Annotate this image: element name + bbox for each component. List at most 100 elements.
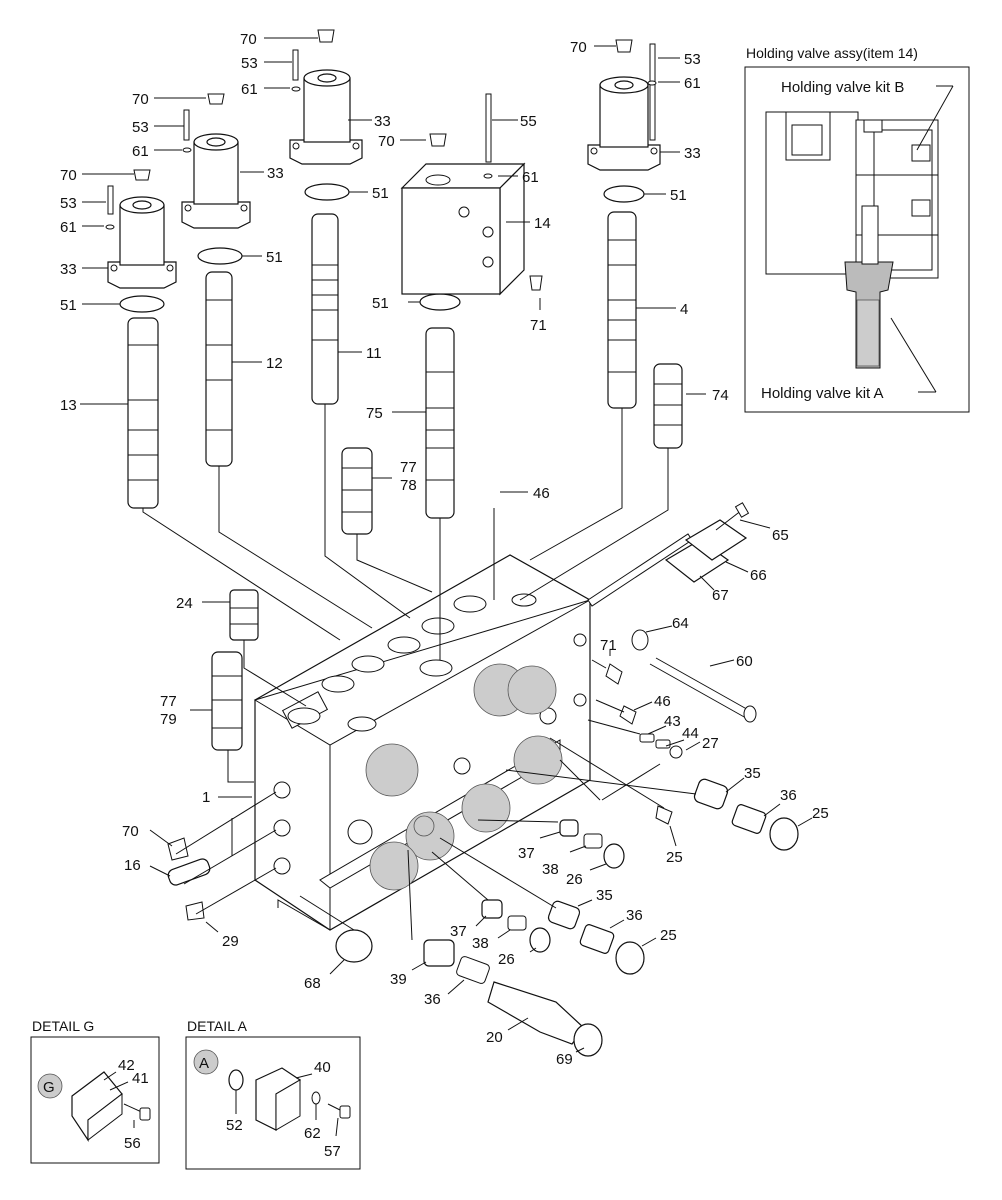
label-25: 25 [812, 805, 829, 822]
label-61: 61 [241, 81, 258, 98]
label-20: 20 [486, 1029, 503, 1046]
label-74: 74 [712, 387, 729, 404]
detail-a: DETAIL A A 40 52 62 57 [185, 1018, 361, 1170]
side-fittings [605, 629, 757, 759]
label-61: 61 [684, 75, 701, 92]
label-14: 14 [534, 215, 551, 232]
label-36: 36 [424, 991, 441, 1008]
label-39: 39 [390, 971, 407, 988]
kit-b-label: Holding valve kit B [781, 79, 904, 96]
label-33: 33 [374, 113, 391, 130]
label-70: 70 [60, 167, 77, 184]
relief-valve-77-79 [211, 651, 243, 751]
holding-valve-section-drawing [765, 111, 939, 369]
label-16: 16 [124, 857, 141, 874]
label-62: 62 [304, 1125, 321, 1142]
detail-g-frame [30, 1036, 160, 1164]
label-53: 53 [132, 119, 149, 136]
label-53: 53 [60, 195, 77, 212]
label-27: 27 [702, 735, 719, 752]
label-56: 56 [124, 1135, 141, 1152]
label-61: 61 [522, 169, 539, 186]
label-26: 26 [566, 871, 583, 888]
label-53: 53 [684, 51, 701, 68]
solenoid-cap-left [105, 169, 177, 289]
detail-g-marker: G [43, 1079, 55, 1096]
label-29: 29 [222, 933, 239, 950]
label-60: 60 [736, 653, 753, 670]
label-35: 35 [596, 887, 613, 904]
label-42: 42 [118, 1057, 135, 1074]
label-37: 37 [518, 845, 535, 862]
label-12: 12 [266, 355, 283, 372]
detail-g: DETAIL G G 42 41 56 [30, 1018, 160, 1164]
label-11: 11 [366, 345, 382, 362]
label-64: 64 [672, 615, 689, 632]
label-38: 38 [472, 935, 489, 952]
label-70: 70 [132, 91, 149, 108]
solenoid-cap-right [587, 39, 661, 171]
label-41: 41 [132, 1070, 149, 1087]
spool-13 [127, 317, 159, 509]
leader-lines [80, 37, 813, 1053]
holding-valve-block [400, 93, 543, 296]
label-24: 24 [176, 595, 193, 612]
label-13: 13 [60, 397, 77, 414]
spool-12 [205, 271, 233, 467]
label-67: 67 [712, 587, 729, 604]
label-69: 69 [556, 1051, 573, 1068]
label-70: 70 [240, 31, 257, 48]
label-38: 38 [542, 861, 559, 878]
label-1: 1 [202, 789, 210, 806]
label-77: 77 [160, 693, 177, 710]
label-33: 33 [684, 145, 701, 162]
label-33: 33 [267, 165, 284, 182]
solenoid-cap-mid-left [181, 93, 251, 229]
label-51: 51 [60, 297, 77, 314]
label-55: 55 [520, 113, 537, 130]
relief-valve-77-78 [341, 447, 373, 535]
spool-75 [425, 327, 455, 519]
label-71: 71 [530, 317, 547, 334]
label-61: 61 [60, 219, 77, 236]
label-70: 70 [378, 133, 395, 150]
label-79: 79 [160, 711, 177, 728]
relief-valve-74 [653, 363, 683, 449]
solenoid-cap-mid-right [289, 29, 363, 165]
label-25: 25 [660, 927, 677, 944]
label-26: 26 [498, 951, 515, 968]
relief-valve-24 [229, 589, 259, 641]
label-40: 40 [314, 1059, 331, 1076]
label-71: 71 [600, 637, 617, 654]
label-51: 51 [372, 295, 389, 312]
label-70: 70 [122, 823, 139, 840]
label-70: 70 [570, 39, 587, 56]
label-66: 66 [750, 567, 767, 584]
label-78: 78 [400, 477, 417, 494]
label-57: 57 [324, 1143, 341, 1160]
cover-plates [664, 502, 750, 583]
detail-a-frame [185, 1036, 361, 1170]
label-77: 77 [400, 459, 417, 476]
kit-a-label: Holding valve kit A [761, 385, 884, 402]
part-labels: 70 53 61 33 70 53 61 33 70 53 61 33 51 5… [60, 31, 829, 1068]
label-25: 25 [666, 849, 683, 866]
main-valve-body [253, 533, 693, 931]
detail-a-marker: A [199, 1055, 209, 1072]
label-44: 44 [682, 725, 699, 742]
label-75: 75 [366, 405, 383, 422]
detail-g-title: DETAIL G [32, 1018, 94, 1034]
label-51: 51 [670, 187, 687, 204]
o-rings [119, 183, 645, 313]
label-43: 43 [664, 713, 681, 730]
label-68: 68 [304, 975, 321, 992]
label-53: 53 [241, 55, 258, 72]
detail-a-title: DETAIL A [187, 1018, 248, 1034]
label-61: 61 [132, 143, 149, 160]
label-51: 51 [372, 185, 389, 202]
label-52: 52 [226, 1117, 243, 1134]
label-37: 37 [450, 923, 467, 940]
label-46: 46 [533, 485, 550, 502]
label-36: 36 [626, 907, 643, 924]
